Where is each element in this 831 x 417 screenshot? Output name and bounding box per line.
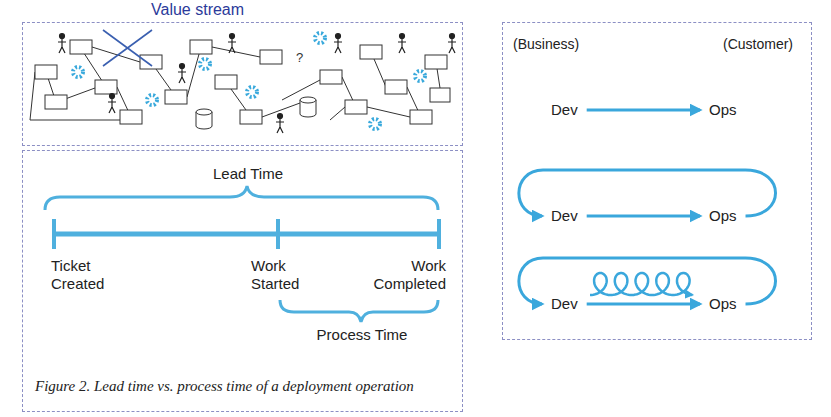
stage-name: Dev [551,101,578,119]
stage-name: Ops [709,207,737,225]
question-mark: ? [296,50,303,65]
flow-arrow [587,303,700,306]
stage-label: Dev [545,205,584,227]
side-label: (Customer) [723,35,793,53]
stage-label: Ops [703,293,743,315]
timeline [45,186,441,322]
stage-label: Ops [703,205,743,227]
dashed-panel: (Business)(Customer)DevOpsDevOpsDevOps [502,22,812,340]
bracket-label: Lead Time [173,165,323,183]
milestone-label: Work Completed [356,257,446,293]
stage-label: Ops [703,99,743,121]
stage-name: Dev [551,207,578,225]
milestone-label: Ticket Created [51,257,121,293]
feedback-loops [590,273,692,295]
process-blocks [35,40,450,129]
flow-arrow [587,109,700,112]
people-icons [58,34,456,134]
stage-name: Ops [709,101,737,119]
stage-label: Dev [545,99,584,121]
milestone-label: Work Started [251,257,321,293]
figure-caption: Figure 2. Lead time vs. process time of … [35,377,460,395]
crossed-out-lines [103,30,152,66]
dashed-panel: Value stream [22,22,463,146]
stage-name: Dev [551,295,578,313]
dashed-panel: Lead TimeTicket Created Work Started Work … [22,150,463,412]
panel-title: Value stream [151,1,244,19]
stage-label: Dev [545,293,584,315]
side-label: (Business) [513,35,579,53]
bracket-label: Process Time [287,326,437,344]
flow-arrow [587,215,700,218]
stage-name: Ops [709,295,737,313]
